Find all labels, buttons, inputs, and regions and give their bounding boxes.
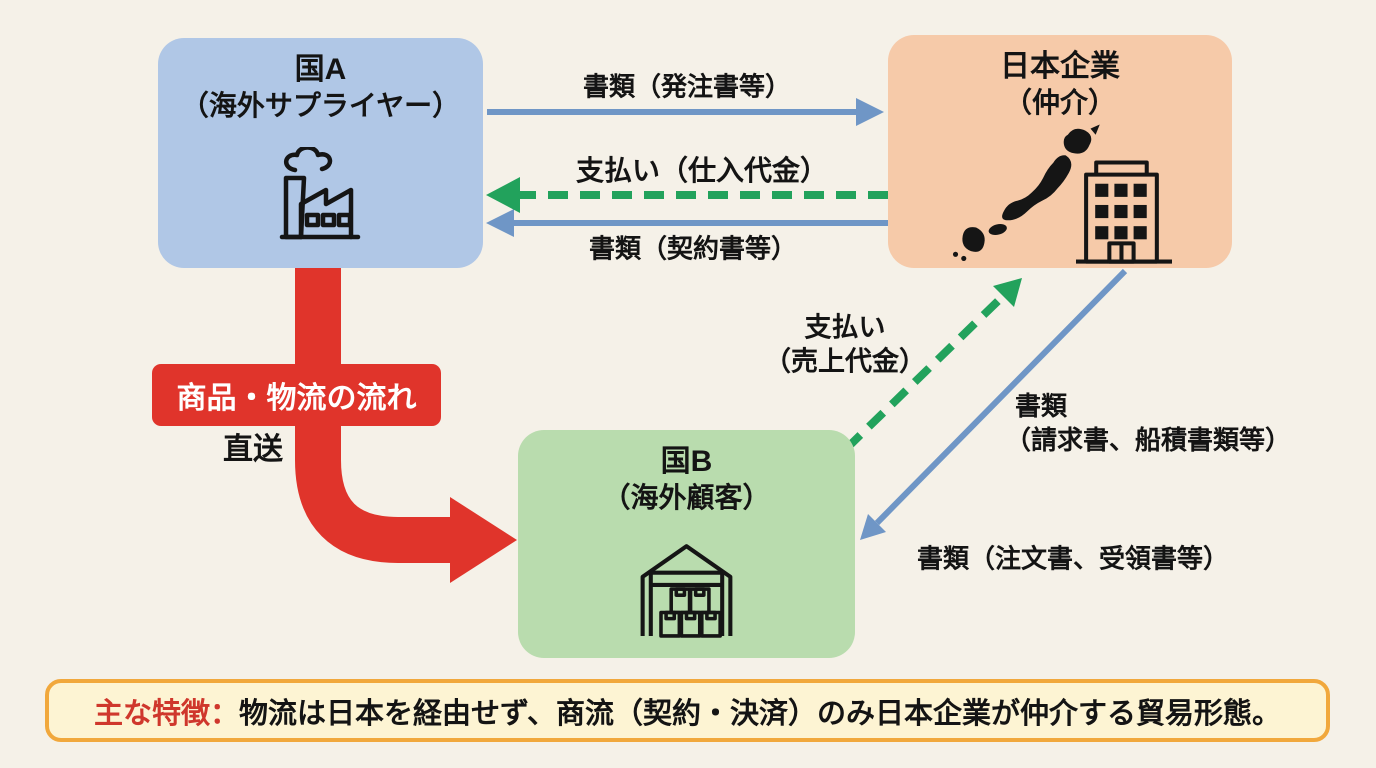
country-b-title: 国B <box>660 445 713 478</box>
japan-map-icon <box>952 124 1100 261</box>
label-docs-shipping-line1: 書類 <box>1015 391 1068 421</box>
office-building-icon <box>1076 160 1172 264</box>
label-docs-order-receipt: 書類（注文書、受領書等） <box>916 543 1230 574</box>
label-docs-order: 書類（発注書等） <box>582 71 792 102</box>
country-b-icon-area <box>518 515 855 658</box>
country-b-subtitle: （海外顧客） <box>602 482 771 513</box>
country-a-icon-area <box>158 123 483 268</box>
label-docs-contract: 書類（契約書等） <box>588 233 798 264</box>
goods-flow-label: 商品・物流の流れ <box>152 364 441 426</box>
label-docs-shipping: 書類 （請求書、船積書類等） <box>1005 390 1291 458</box>
node-country-b: 国B （海外顧客） <box>518 430 855 658</box>
japan-company-subtitle: （仲介） <box>1003 87 1116 118</box>
japan-company-icon-area <box>910 120 1210 268</box>
label-payment-sales-line2: （売上代金） <box>764 346 926 376</box>
node-country-a: 国A （海外サプライヤー） <box>158 38 483 268</box>
factory-icon <box>279 146 360 239</box>
country-a-title: 国A <box>294 53 347 86</box>
label-docs-shipping-line2: （請求書、船積書類等） <box>1005 424 1292 455</box>
direct-shipping-label: 直送 <box>223 433 283 466</box>
country-a-subtitle: （海外サプライヤー） <box>180 90 461 121</box>
key-feature-banner: 主な特徴： 物流は日本を経由せず、商流（契約・決済）のみ日本企業が仲介する貿易形… <box>45 679 1330 742</box>
warehouse-icon <box>640 543 732 638</box>
banner-feature-text: 物流は日本を経由せず、商流（契約・決済）のみ日本企業が仲介する貿易形態。 <box>239 697 1281 730</box>
label-payment-sales-line1: 支払い <box>804 312 886 343</box>
japan-company-title: 日本企業 <box>1000 50 1120 83</box>
node-japan-company: 日本企業 （仲介） <box>888 35 1232 268</box>
label-payment-purchase: 支払い（仕入代金） <box>575 155 829 186</box>
label-payment-sales: 支払い （売上代金） <box>764 311 926 379</box>
banner-highlight-label: 主な特徴： <box>94 697 240 730</box>
